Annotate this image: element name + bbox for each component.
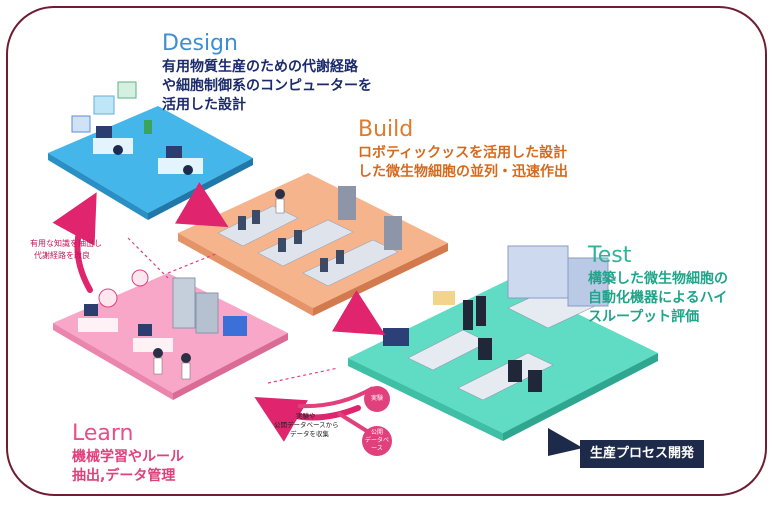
design-desc-line3: 活用した設計 — [162, 97, 246, 113]
dotted-flows — [127, 237, 339, 384]
diagram-frame: Design 有用物質生産のための代謝経路 や細胞制御系のコンピューターを 活用… — [6, 6, 767, 496]
test-to-learn-arrow — [254, 396, 361, 442]
build-desc-line1: ロボティックッスを活用した設計 — [358, 145, 568, 161]
build-to-test-arrow — [331, 290, 386, 336]
cycle-arrows — [52, 182, 386, 442]
test-floor — [348, 245, 658, 441]
data-annotation-line1: 実験や — [296, 412, 316, 420]
test-desc-line3: スループット評価 — [588, 309, 700, 325]
test-title: Test — [588, 243, 632, 268]
build-desc-line2: した微生物細胞の並列・迅速作出 — [358, 164, 568, 180]
learn-title: Learn — [72, 421, 134, 446]
data-annotation-line3: データを収集 — [290, 430, 329, 438]
public-db-node-line2: データベース — [364, 437, 389, 452]
production-process-banner: 生産プロセス開発 — [580, 440, 705, 468]
production-process-label: 生産プロセス開発 — [590, 446, 695, 461]
data-annotation-line2: 公開データベースから — [274, 421, 339, 429]
knowledge-annotation-line2: 代謝経路を改良 — [34, 251, 90, 260]
experiment-node-label: 実験 — [370, 395, 383, 402]
process-triangle — [548, 428, 583, 456]
knowledge-annotation-line1: 有用な知識を抽出し — [30, 239, 102, 248]
design-to-build-arrow — [174, 182, 229, 228]
design-desc-line1: 有用物質生産のための代謝経路 — [162, 59, 358, 75]
experiment-node: 実験 — [364, 386, 390, 412]
learn-desc-line1: 機械学習やルール — [72, 449, 184, 465]
test-desc-line2: 自動化機器によるハイ — [588, 290, 728, 306]
learn-floor — [53, 269, 288, 400]
learn-to-design-arrow — [52, 192, 97, 293]
test-desc-line1: 構築した微生物細胞の — [588, 271, 728, 287]
design-floating-screens — [71, 81, 137, 133]
public-db-node-line1: 公開 — [370, 429, 383, 436]
design-title: Design — [162, 31, 238, 56]
learn-desc-line2: 抽出,データ管理 — [72, 468, 176, 484]
build-floor — [178, 173, 448, 316]
design-desc-line2: や細胞制御系のコンピューターを — [162, 78, 372, 94]
build-title: Build — [358, 117, 414, 142]
dbtl-scene — [48, 81, 658, 456]
public-db-node: 公開 データベース — [362, 426, 392, 456]
